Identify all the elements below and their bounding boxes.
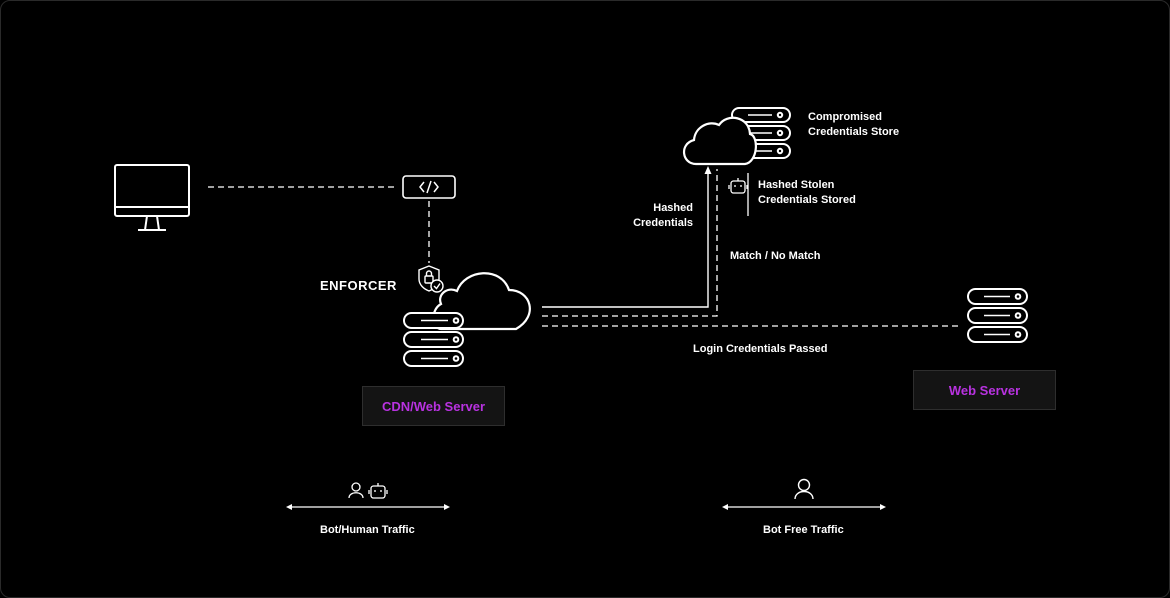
match-label: Match / No Match: [730, 250, 821, 262]
arrow-head-icon: [704, 166, 712, 174]
shield-lock-icon: [418, 265, 444, 293]
server-stack-icon: [967, 288, 1028, 343]
double-arrow-icon: [722, 504, 886, 510]
cloud-icon: [683, 116, 757, 166]
hashed-stolen-line-1: Hashed Stolen: [758, 179, 835, 191]
connector-match: [542, 169, 718, 317]
enforcer-label: ENFORCER: [320, 278, 397, 293]
hashed-credentials-label: Hashed Credentials: [611, 201, 693, 231]
cdn-web-server-label: CDN/Web Server: [381, 398, 486, 414]
code-icon: [402, 175, 456, 199]
person-icon: [348, 482, 364, 499]
compromised-store-label: Compromised Credentials Store: [808, 110, 899, 140]
hashed-stolen-line-2: Credentials Stored: [758, 194, 856, 206]
bot-human-traffic-label: Bot/Human Traffic: [320, 524, 415, 536]
web-server-box: Web Server: [913, 370, 1056, 410]
double-arrow-icon: [286, 504, 450, 510]
robot-icon: [368, 483, 388, 499]
hashed-credentials-line-2: Credentials: [633, 217, 693, 229]
hashed-credentials-line-1: Hashed: [653, 202, 693, 214]
connector-hashed-credentials: [542, 173, 709, 308]
robot-icon: [728, 178, 748, 194]
compromised-store-line-2: Credentials Store: [808, 126, 900, 138]
monitor-icon: [114, 164, 190, 231]
compromised-store-line-1: Compromised: [808, 111, 882, 123]
bot-free-traffic-label: Bot Free Traffic: [763, 524, 844, 536]
hashed-stolen-label: Hashed Stolen Credentials Stored: [758, 178, 856, 208]
web-server-label: Web Server: [948, 382, 1021, 398]
login-passed-label: Login Credentials Passed: [693, 343, 828, 355]
server-stack-icon: [403, 312, 464, 367]
cdn-web-server-box: CDN/Web Server: [362, 386, 505, 426]
person-icon: [794, 478, 814, 500]
